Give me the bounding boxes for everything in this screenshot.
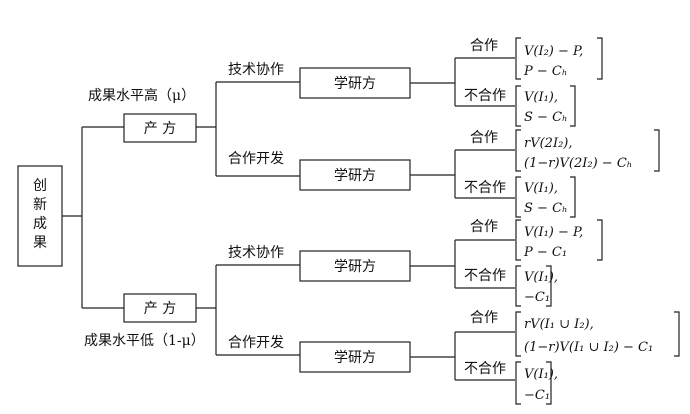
- root-box: [17, 165, 63, 267]
- producer-node-low-label: 产 方: [144, 301, 176, 317]
- option-tech-collab-high-label: 技术协作: [228, 62, 284, 78]
- payoff-b2o1-coop-brackets: [515, 219, 603, 261]
- payoff-b1o2-noncoop-line2: S − Cₕ: [524, 201, 568, 216]
- payoff-b1o2-noncoop-brackets: [515, 176, 576, 218]
- root-char-3: 成: [33, 216, 47, 232]
- outcome-b1o1-noncoop-label: 不合作: [464, 88, 506, 104]
- outcome-b2o2-noncoop-label: 不合作: [464, 361, 506, 377]
- producer-node-high-label: 产 方: [144, 121, 176, 137]
- payoff-b2o2-noncoop-line1: V(I₁),: [524, 367, 558, 382]
- payoff-b2o2-coop-line1: rV(I₁ ∪ I₂),: [524, 317, 594, 332]
- producer-node-high: [123, 113, 197, 143]
- research-b1o2-fork-lines: [410, 149, 515, 199]
- root-char-4: 果: [33, 235, 47, 251]
- payoff-b1o1-noncoop-brackets: [515, 85, 576, 127]
- payoff-b2o1-noncoop-brackets: [515, 265, 552, 307]
- outcome-b2o2-coop-label: 合作: [470, 310, 498, 326]
- outcome-b1o2-noncoop-label: 不合作: [464, 180, 506, 196]
- payoff-b2o1-coop-line2: P − C₁: [523, 245, 567, 260]
- payoff-b1o2-coop-line1: rV(2I₂),: [524, 136, 573, 151]
- payoff-b1o2-coop-brackets: [515, 129, 660, 172]
- condition-high-label: 成果水平高（μ）: [88, 87, 195, 104]
- outcome-b1o1-coop-label: 合作: [470, 38, 498, 54]
- option-tech-collab-low-label: 技术协作: [228, 245, 284, 261]
- producer-high-fork-lines: [196, 81, 300, 177]
- root-char-1: 创: [33, 178, 47, 194]
- payoff-b1o1-coop-brackets: [515, 37, 603, 80]
- outcome-b2o1-noncoop-label: 不合作: [464, 268, 506, 284]
- producer-low-fork-lines: [196, 264, 300, 356]
- research-node-b2o2-label: 学研方: [334, 350, 376, 366]
- root-fork-lines: [62, 126, 124, 309]
- payoff-b1o2-noncoop-line1: V(I₁),: [524, 181, 558, 196]
- research-node-b1o1-label: 学研方: [334, 76, 376, 92]
- payoff-b1o1-noncoop-line1: V(I₁),: [524, 90, 558, 105]
- payoff-b2o1-noncoop-line1: V(I₁),: [524, 270, 558, 285]
- payoff-b2o1-coop-line1: V(I₁) − P,: [524, 225, 583, 240]
- payoff-b1o1-noncoop-line2: S − Cₕ: [524, 110, 568, 125]
- payoff-b1o1-coop-line2: P − Cₕ: [523, 64, 567, 79]
- payoff-b1o2-coop-line2: (1−r)V(2I₂) − Cₕ: [524, 156, 632, 171]
- producer-node-low: [123, 293, 197, 323]
- research-b2o2-fork-lines: [410, 331, 515, 381]
- option-joint-dev-low-label: 合作开发: [228, 335, 284, 351]
- payoff-b2o2-noncoop-line2: −C₁: [524, 388, 550, 403]
- research-node-b2o1-label: 学研方: [334, 259, 376, 275]
- research-b1o1-fork-lines: [410, 57, 515, 107]
- condition-low-label: 成果水平低（1-μ）: [84, 333, 205, 349]
- payoff-b1o1-coop-line1: V(I₂) − P,: [524, 44, 583, 59]
- root-char-2: 新: [33, 197, 47, 213]
- payoff-b2o2-coop-brackets: [515, 311, 680, 357]
- research-node-b1o2-label: 学研方: [334, 168, 376, 184]
- outcome-b2o1-coop-label: 合作: [470, 219, 498, 235]
- research-b2o1-fork-lines: [410, 239, 515, 289]
- payoff-b2o1-noncoop-line2: −C₁: [524, 290, 550, 305]
- option-joint-dev-high-label: 合作开发: [228, 151, 284, 167]
- research-node-b2o2: [299, 341, 411, 373]
- research-node-b2o1: [299, 250, 411, 282]
- payoff-b2o2-noncoop-brackets: [515, 361, 552, 405]
- payoff-b2o2-coop-line2: (1−r)V(I₁ ∪ I₂) − C₁: [524, 340, 653, 355]
- outcome-b1o2-coop-label: 合作: [470, 130, 498, 146]
